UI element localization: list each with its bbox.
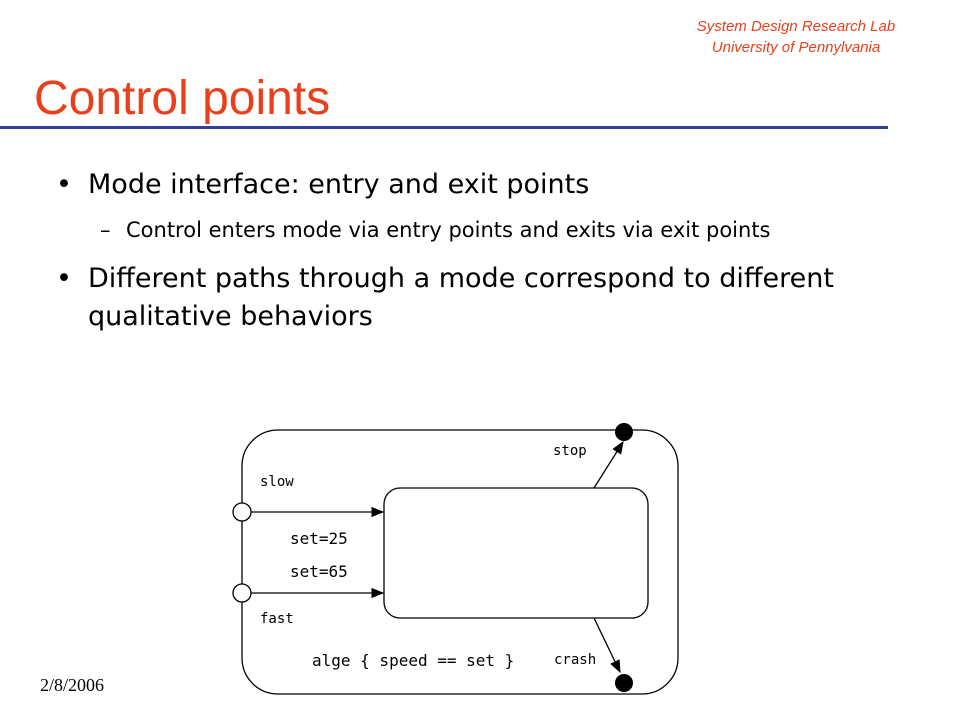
title-underline bbox=[0, 126, 888, 129]
exit-arrow-stop bbox=[593, 440, 624, 489]
entry-point-fast[interactable] bbox=[232, 583, 252, 603]
exit-point-stop[interactable] bbox=[615, 423, 633, 441]
bullet-dot-icon: • bbox=[56, 169, 72, 200]
lab-name: System Design Research Lab bbox=[696, 18, 896, 35]
label-crash: crash bbox=[554, 652, 596, 668]
sub-bullet-item: – Control enters mode via entry points a… bbox=[54, 214, 934, 246]
bullet-list: • Mode interface: entry and exit points … bbox=[54, 166, 934, 336]
label-set65: set=65 bbox=[290, 562, 348, 581]
exit-point-crash[interactable] bbox=[615, 674, 633, 692]
university-name: University of Pennylvania bbox=[711, 39, 881, 56]
label-slow: slow bbox=[260, 474, 294, 490]
slide-date: 2/8/2006 bbox=[40, 675, 105, 695]
label-invariant: alge { speed == set } bbox=[312, 651, 514, 670]
bullet-text: Different paths through a mode correspon… bbox=[88, 263, 834, 332]
entry-point-slow[interactable] bbox=[232, 502, 252, 522]
bullet-item: • Different paths through a mode corresp… bbox=[54, 260, 934, 336]
dash-icon: – bbox=[100, 218, 111, 242]
bullet-item: • Mode interface: entry and exit points bbox=[54, 166, 934, 204]
mode-diagram: slow fast set=25 set=65 stop crash alge … bbox=[232, 423, 679, 695]
lab-header: System Design Research Lab University of… bbox=[646, 16, 946, 58]
slide-title: Control points bbox=[34, 72, 331, 125]
inner-mode-box bbox=[383, 487, 649, 619]
bullet-dot-icon: • bbox=[56, 263, 72, 294]
label-fast: fast bbox=[260, 611, 294, 627]
outer-mode-box bbox=[241, 429, 679, 695]
label-set25: set=25 bbox=[290, 529, 348, 548]
exit-arrow-crash bbox=[593, 617, 621, 674]
label-stop: stop bbox=[553, 443, 587, 459]
bullet-text: Mode interface: entry and exit points bbox=[88, 169, 590, 200]
sub-bullet-text: Control enters mode via entry points and… bbox=[126, 218, 771, 242]
